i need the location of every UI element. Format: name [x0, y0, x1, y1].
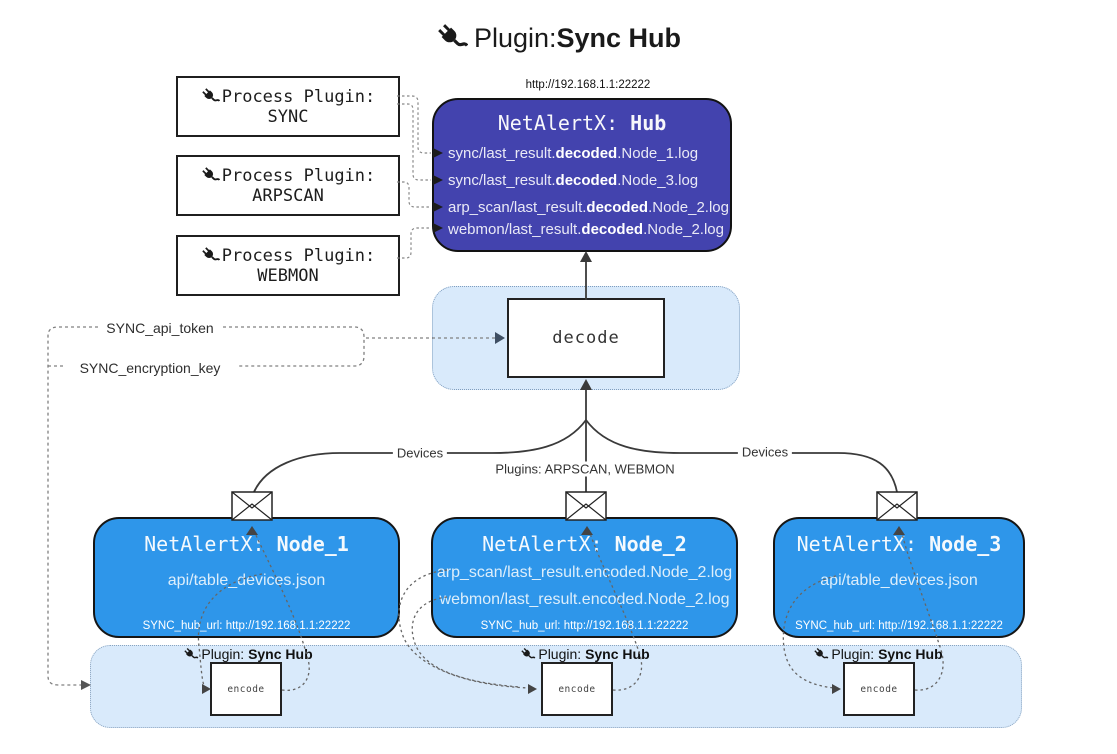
- node3-title: NetAlertX: Node_3: [796, 532, 1002, 556]
- page-title: Plugin: Sync Hub: [0, 16, 1117, 60]
- page-title-bold: Sync Hub: [556, 22, 682, 53]
- decode-box: decode: [507, 298, 665, 378]
- envelope-icon: [876, 491, 918, 521]
- encode-box-1: encode: [210, 662, 282, 716]
- envelope-icon: [565, 491, 607, 521]
- node1-title: NetAlertX: Node_1: [144, 532, 349, 556]
- node3-file: api/table_devices.json: [820, 572, 978, 589]
- hub-log-line: arp_scan/last_result.decoded.Node_2.log: [448, 199, 729, 216]
- node2-hub-url: SYNC_hub_url: http://192.168.1.1:22222: [480, 620, 689, 632]
- process-plugin-webmon-box: Process Plugin: WEBMON: [176, 235, 400, 296]
- plug-icon: [201, 166, 220, 185]
- hub-box: NetAlertX: Hub sync/last_result.decoded.…: [432, 98, 732, 252]
- encryption-key-to-strip-line: [47, 326, 98, 686]
- hub-log-line: sync/last_result.decoded.Node_1.log: [448, 145, 699, 162]
- node2-file: arp_scan/last_result.encoded.Node_2.log: [436, 564, 733, 581]
- encode-box-2: encode: [541, 662, 613, 716]
- process-plugin-sync-box: Process Plugin: SYNC: [176, 76, 400, 137]
- sync-api-token-label: SYNC_api_token: [103, 320, 217, 336]
- plug-icon: [183, 647, 198, 662]
- sync-encryption-key-label: SYNC_encryption_key: [76, 360, 224, 376]
- process-plugin-label: Process Plugin:: [221, 165, 376, 186]
- process-plugin-name: ARPSCAN: [252, 185, 324, 206]
- plug-icon: [520, 647, 535, 662]
- process-plugin-label: Process Plugin:: [221, 86, 376, 107]
- strip-plugin-label-1: Plugin: Sync Hub: [183, 646, 313, 662]
- devices-left-label: Devices: [392, 445, 448, 461]
- plug-icon: [201, 246, 220, 265]
- node2-file: webmon/last_result.encoded.Node_2.log: [439, 591, 730, 608]
- hub-log-line: sync/last_result.decoded.Node_3.log: [448, 172, 699, 189]
- plug-icon: [436, 22, 468, 54]
- encode-box-3: encode: [843, 662, 915, 716]
- devices-right-label: Devices: [737, 444, 793, 460]
- node2-title: NetAlertX: Node_2: [482, 532, 687, 556]
- process-plugin-label: Process Plugin:: [221, 245, 376, 266]
- strip-plugin-label-2: Plugin: Sync Hub: [520, 646, 650, 662]
- node3-hub-url: SYNC_hub_url: http://192.168.1.1:22222: [795, 620, 1003, 632]
- token-bracket-line: [223, 326, 365, 367]
- node3-box: NetAlertX: Node_3 api/table_devices.json…: [773, 517, 1025, 638]
- webmon-to-hub-line: [397, 227, 431, 259]
- sync-to-hub-line-2: [397, 103, 431, 181]
- node2-box: NetAlertX: Node_2 arp_scan/last_result.e…: [431, 517, 738, 638]
- process-plugin-name: WEBMON: [257, 265, 319, 286]
- process-plugin-arpscan-box: Process Plugin: ARPSCAN: [176, 155, 400, 216]
- node1-box: NetAlertX: Node_1 api/table_devices.json…: [93, 517, 400, 638]
- hub-url-label: http://192.168.1.1:22222: [525, 79, 651, 91]
- envelope-icon: [231, 491, 273, 521]
- plug-icon: [201, 87, 220, 106]
- arpscan-to-hub-line: [397, 181, 431, 208]
- sync-to-hub-line-1: [397, 95, 431, 154]
- hub-title: NetAlertX: Hub: [497, 111, 667, 135]
- node1-file: api/table_devices.json: [167, 572, 326, 589]
- plugins-center-label: Plugins: ARPSCAN, WEBMON: [491, 461, 679, 477]
- arrow-up-icon: [580, 251, 592, 262]
- page-title-prefix: Plugin:: [473, 22, 557, 53]
- node1-hub-url: SYNC_hub_url: http://192.168.1.1:22222: [142, 620, 351, 632]
- hub-log-line: webmon/last_result.decoded.Node_2.log: [448, 221, 724, 238]
- strip-plugin-label-3: Plugin: Sync Hub: [813, 646, 943, 662]
- plug-icon: [813, 647, 828, 662]
- process-plugin-name: SYNC: [267, 106, 309, 127]
